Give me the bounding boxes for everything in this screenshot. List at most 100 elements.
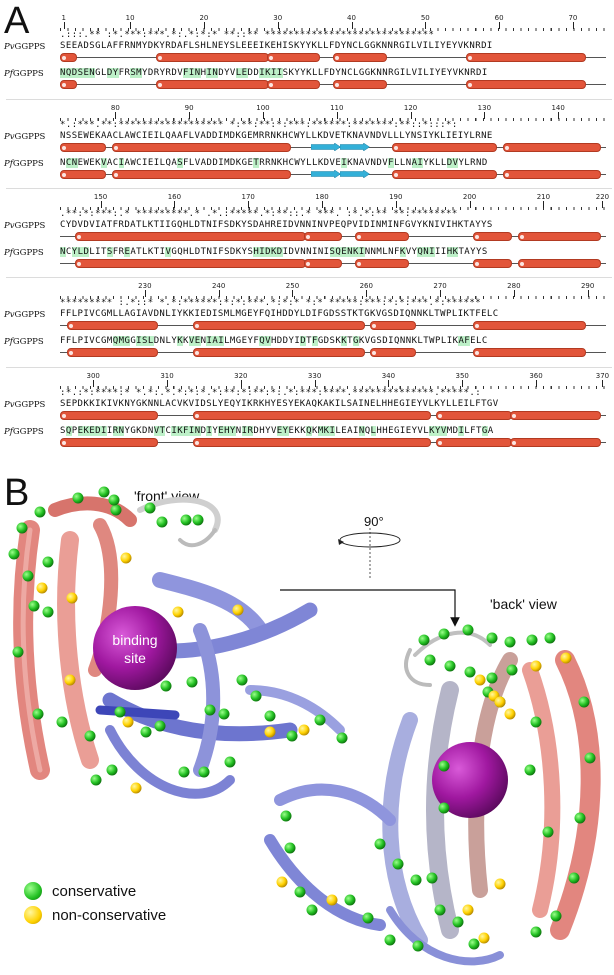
ruler-number: 240	[211, 282, 226, 290]
ruler-major-tick	[174, 201, 176, 208]
helix-bar	[510, 438, 601, 447]
conservative-residue	[504, 636, 516, 648]
ruler-major-tick	[602, 380, 604, 387]
conservative-residue	[486, 672, 498, 684]
strand-arrow	[310, 170, 341, 178]
pv-label: PvGGPPS	[4, 42, 45, 52]
ruler-major-tick	[240, 380, 242, 387]
ruler-major-tick	[484, 112, 486, 119]
pf-label: PfGGPPS	[4, 69, 44, 79]
pv-prefix: Pv	[4, 310, 15, 320]
helix-bar	[266, 80, 321, 89]
panel-b: B 'front' view 'back' view 90°	[0, 470, 614, 975]
ruler-major-tick	[587, 290, 589, 297]
helix-bar	[60, 411, 158, 420]
helix-bar	[155, 80, 269, 89]
helix-bar	[517, 232, 601, 241]
helix-bar	[111, 170, 291, 179]
conservative-residue	[464, 666, 476, 678]
non-conservative-residue	[232, 604, 244, 616]
ruler-number: 150	[93, 193, 108, 201]
helix-bar	[192, 411, 431, 420]
non-conservative-residue	[66, 592, 78, 604]
conservative-residue	[280, 810, 292, 822]
helix-bar	[510, 411, 601, 420]
legend-non-conservative-label: non-conservative	[52, 906, 167, 924]
helix-bar	[333, 53, 387, 62]
pv-sequence: NSSEWEKAACLAWCIEILQAAFLVADDIMDKGEMRRNKHC…	[60, 131, 493, 141]
conservative-residue	[140, 726, 152, 738]
conservative-residue	[198, 766, 210, 778]
ruler-number: 90	[184, 104, 194, 112]
pv-prefix: Pv	[4, 400, 15, 410]
conservation-line: :*.:*:****:* *.*:.*.*:*:*.*:**:*:**:*:.*…	[60, 388, 482, 398]
helix-bar	[355, 232, 409, 241]
ruler-number: 50	[420, 14, 430, 22]
pv-sequence: FFLPIVCGMLLAGIAVDNLIYKKIEDISMLMGEYFQIHDD…	[60, 309, 499, 319]
pf-label: PfGGPPS	[4, 427, 44, 437]
panel-a-label: A	[4, 0, 30, 42]
ruler-number: 40	[347, 14, 356, 22]
ruler-number: 370	[595, 372, 610, 380]
conservative-residue	[42, 606, 54, 618]
helix-bar	[473, 232, 513, 241]
conservation-line: *.:***.**:****************** *:**:**:*:*…	[60, 120, 458, 130]
block-divider	[6, 188, 612, 189]
conservative-residue	[426, 872, 438, 884]
pv-label: PvGGPPS	[4, 132, 45, 142]
protein-structures: binding site	[8, 486, 601, 966]
pv-sequence: CYDVDVIATFRDATLKTIIGQHLDTNIFSDKYSDAHREID…	[60, 220, 493, 230]
ruler-major-tick	[572, 22, 574, 29]
conservation-line: ********* :.*::* *.*:******:*:*:***.*:*:…	[60, 298, 482, 308]
conservative-residue	[468, 938, 480, 950]
pv-suffix: GGPPS	[14, 221, 46, 231]
conservative-residue	[154, 720, 166, 732]
pv-prefix: Pv	[4, 132, 15, 142]
ruler-number: 190	[389, 193, 403, 201]
pf-prefix: Pf	[4, 69, 13, 79]
conservative-residue	[424, 654, 436, 666]
ruler-number: 340	[381, 372, 396, 380]
ruler-major-tick	[314, 380, 316, 387]
ruler-major-tick	[388, 380, 390, 387]
helix-bar	[465, 80, 586, 89]
residue-markers	[8, 486, 596, 952]
conservative-residue	[28, 600, 40, 612]
ruler-major-tick	[395, 201, 397, 208]
conservative-residue	[524, 764, 536, 776]
helix-bar	[60, 143, 107, 152]
ruler-major-tick	[469, 201, 471, 208]
pv-secondary-structure	[60, 232, 606, 241]
pf-secondary-structure	[60, 438, 606, 447]
binding-site-sphere	[93, 606, 177, 690]
non-conservative-residue	[122, 716, 134, 728]
rotation-indicator	[338, 528, 401, 580]
helix-bar	[192, 348, 365, 357]
helix-bar	[60, 80, 77, 89]
helix-bar	[392, 170, 498, 179]
ruler-number: 270	[433, 282, 447, 290]
helix-bar	[111, 143, 291, 152]
conservative-residue	[410, 874, 422, 886]
ruler-major-tick	[321, 201, 323, 208]
non-conservative-residue	[130, 782, 142, 794]
conservative-residue	[110, 504, 122, 516]
conservative-residue	[314, 714, 326, 726]
conservative-residue	[542, 826, 554, 838]
conservative-residue	[526, 634, 538, 646]
conservative-residue	[98, 486, 110, 498]
ruler-major-tick	[410, 112, 412, 119]
non-conservative-residue	[264, 726, 276, 738]
ruler-number: 80	[110, 104, 120, 112]
conservative-residue	[84, 730, 96, 742]
helix-bar	[369, 321, 417, 330]
pf-secondary-structure	[60, 259, 606, 268]
conservative-residue	[362, 912, 374, 924]
conservative-residue	[180, 514, 192, 526]
pv-label: PvGGPPS	[4, 310, 45, 320]
conservative-residue	[8, 548, 20, 560]
back-view-label: 'back' view	[490, 596, 557, 612]
